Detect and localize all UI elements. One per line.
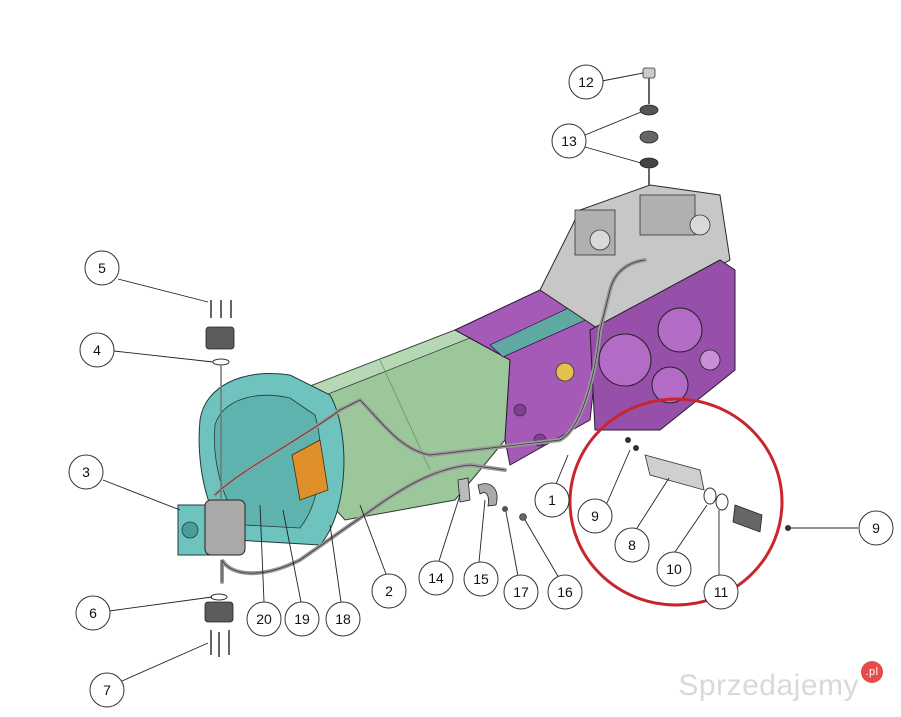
svg-text:15: 15: [473, 571, 489, 587]
svg-text:11: 11: [714, 584, 729, 600]
nut-16: [519, 513, 527, 521]
bracket-14: [457, 477, 471, 503]
callout: 7: [89, 672, 125, 708]
callout: 3: [68, 454, 104, 490]
hydraulic-pump: [177, 499, 246, 556]
top-bolt-stack: [639, 67, 659, 185]
upper-cover-block: [205, 300, 235, 500]
callout: 18: [325, 601, 361, 637]
callout: 4: [79, 332, 115, 368]
callout: 6: [75, 595, 111, 631]
callout: 16: [547, 574, 583, 610]
callout: 1: [534, 482, 570, 518]
filter-assembly: [625, 437, 791, 533]
svg-text:17: 17: [513, 584, 529, 600]
callout: 20: [246, 601, 282, 637]
callout: 9: [858, 510, 894, 546]
callout: 19: [284, 601, 320, 637]
svg-text:4: 4: [93, 342, 101, 358]
callout: 5: [84, 250, 120, 286]
svg-text:19: 19: [294, 611, 310, 627]
callout: 17: [503, 574, 539, 610]
watermark-badge: .pl: [861, 661, 883, 683]
callout-bubbles: 12 13 5 4 3 1 9 8 10 11 9 6 7 20 19 18 2…: [68, 64, 894, 708]
svg-text:5: 5: [98, 260, 106, 276]
callout: 11: [703, 574, 739, 610]
callout: 10: [656, 551, 692, 587]
callout: 13: [551, 123, 587, 159]
svg-text:3: 3: [82, 464, 90, 480]
callout: 12: [568, 64, 604, 100]
callout: 15: [463, 561, 499, 597]
lower-cover-block: [204, 593, 234, 657]
svg-text:1: 1: [548, 492, 556, 508]
highlight-circle: [568, 397, 784, 607]
svg-text:9: 9: [591, 508, 599, 524]
svg-text:12: 12: [578, 74, 594, 90]
svg-text:14: 14: [428, 570, 444, 586]
callout: 14: [418, 560, 454, 596]
svg-text:7: 7: [103, 682, 111, 698]
svg-text:20: 20: [256, 611, 272, 627]
rear-face-plate: [589, 259, 736, 431]
svg-text:10: 10: [666, 561, 682, 577]
callout: 8: [614, 527, 650, 563]
svg-text:2: 2: [385, 583, 393, 599]
clamp-15: [477, 483, 498, 507]
svg-text:6: 6: [89, 605, 97, 621]
inspection-window: [291, 439, 329, 501]
watermark-text: Sprzedajemy: [678, 669, 859, 702]
svg-text:16: 16: [557, 584, 573, 600]
svg-text:13: 13: [561, 133, 577, 149]
svg-text:18: 18: [335, 611, 351, 627]
nut-17: [502, 506, 508, 512]
svg-text:8: 8: [628, 537, 636, 553]
leader-lines: [102, 72, 858, 682]
watermark: Sprzedajemy.pl: [678, 661, 883, 703]
callout: 9: [577, 498, 613, 534]
callout: 2: [371, 573, 407, 609]
svg-text:9: 9: [872, 520, 880, 536]
transmission-assembly: [177, 184, 736, 584]
